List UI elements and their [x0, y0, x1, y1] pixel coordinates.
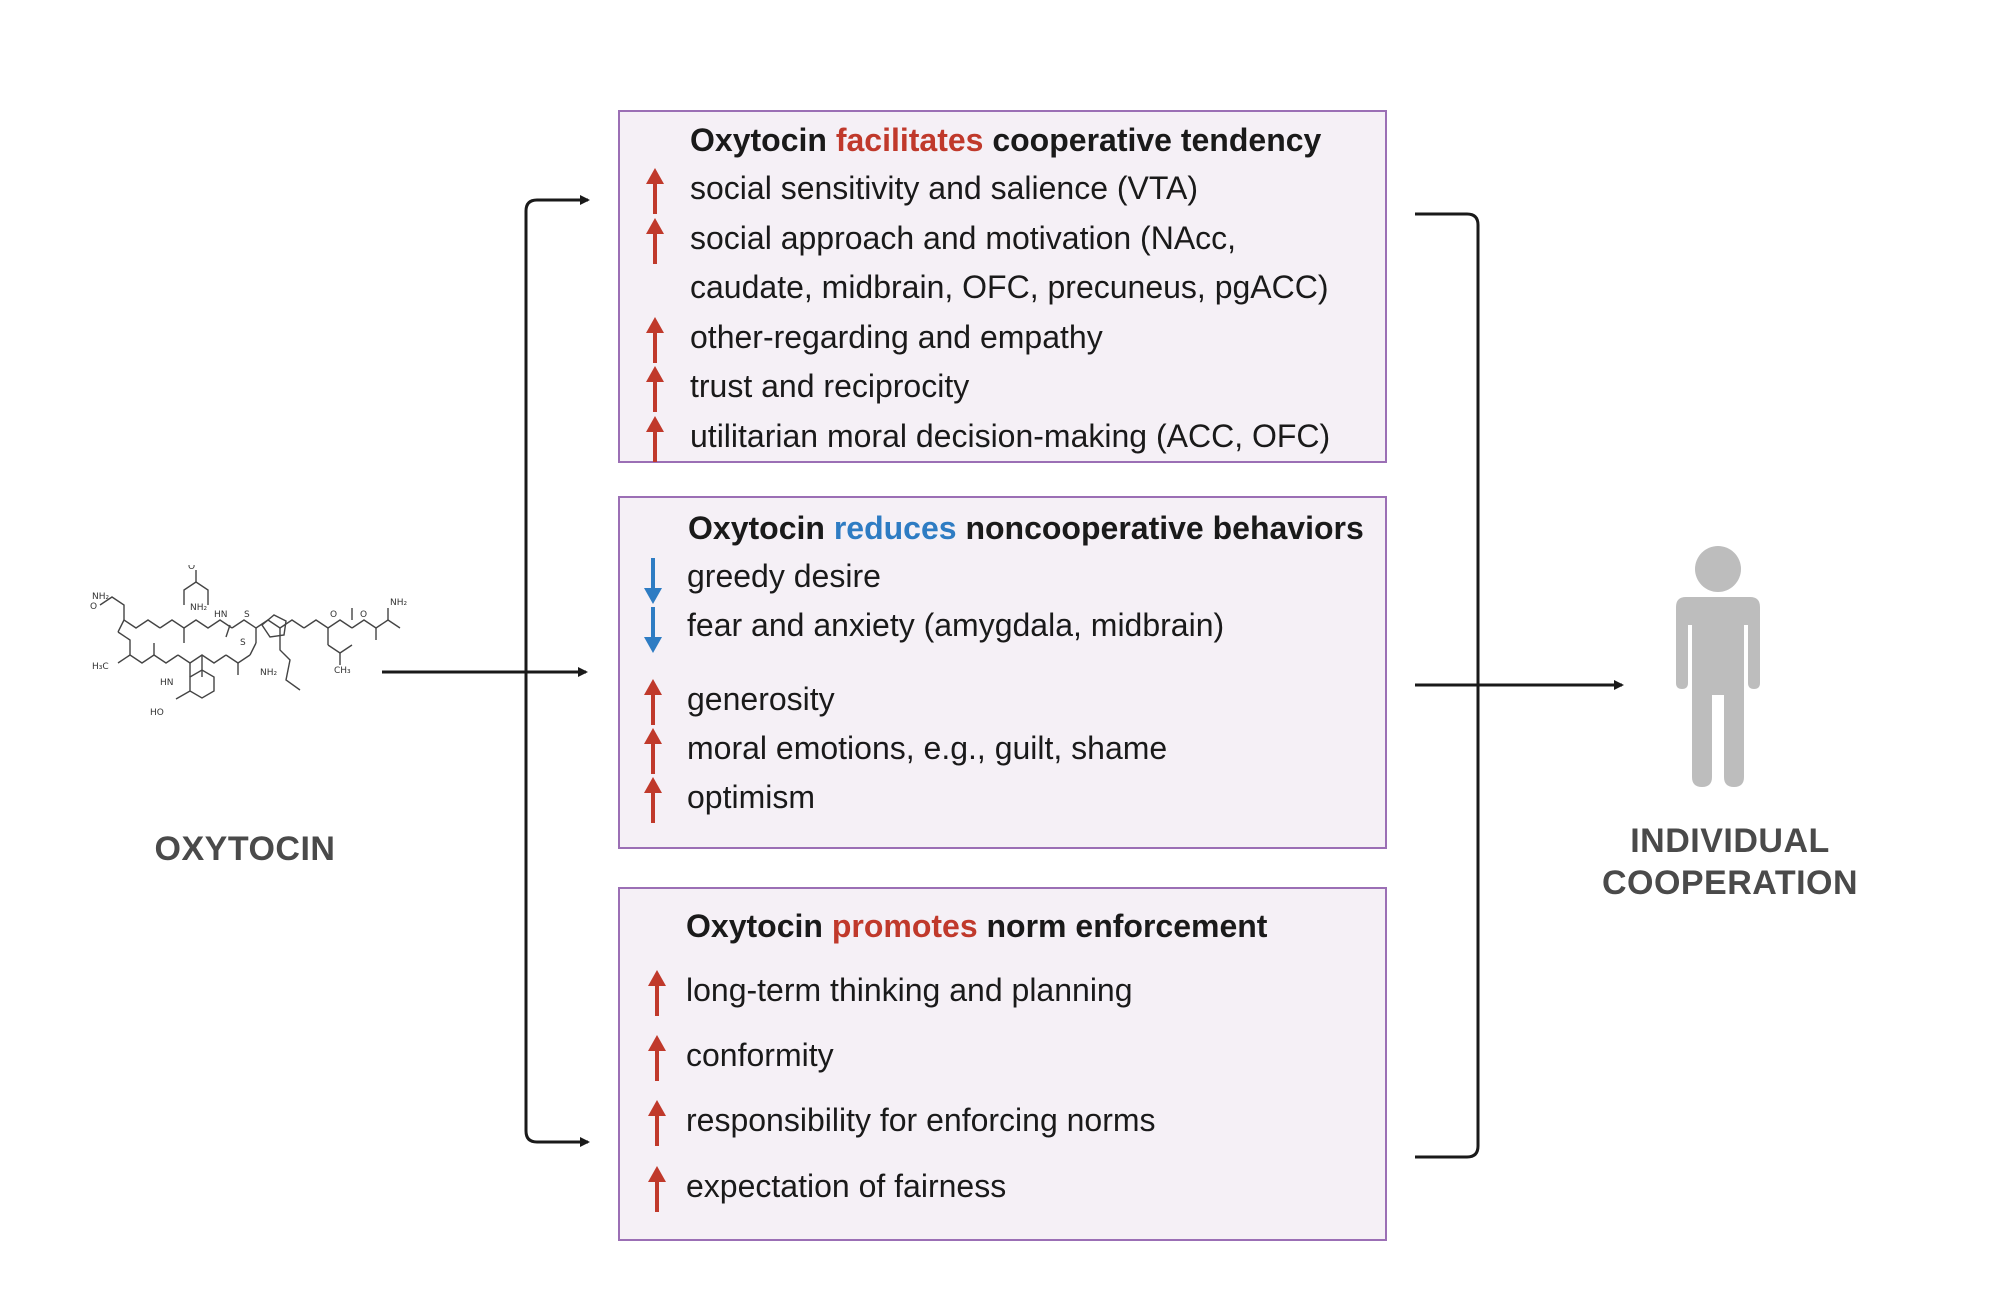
svg-text:CH₃: CH₃ — [334, 666, 351, 676]
svg-text:H₃C: H₃C — [92, 662, 109, 672]
up-arrow-icon — [646, 416, 664, 462]
title-verb: reduces — [833, 510, 957, 546]
list-item: fear and anxiety (amygdala, midbrain) — [687, 607, 1225, 643]
svg-text:O: O — [188, 565, 195, 572]
box-title: Oxytocin facilitates cooperative tendenc… — [690, 122, 1321, 159]
up-arrow-icon — [646, 366, 664, 412]
list-item: moral emotions, e.g., guilt, shame — [687, 730, 1168, 766]
list-item: utilitarian moral decision-making (ACC, … — [690, 418, 1331, 454]
svg-text:NH₂: NH₂ — [92, 592, 110, 602]
list-item: conformity — [686, 1037, 834, 1073]
up-arrow-icon — [646, 218, 664, 264]
svg-text:O: O — [330, 610, 337, 620]
svg-text:NH₂: NH₂ — [390, 598, 408, 608]
up-arrow-icon — [644, 679, 662, 725]
up-arrow-icon — [644, 777, 662, 823]
list-item: optimism — [687, 779, 816, 815]
box-title: Oxytocin promotes norm enforcement — [686, 908, 1267, 945]
up-arrow-icon — [646, 168, 664, 214]
outcome-label-line2: COOPERATION — [1601, 864, 1859, 902]
list-item: responsibility for enforcing norms — [686, 1102, 1156, 1138]
svg-text:S: S — [244, 610, 250, 620]
title-verb: promotes — [831, 908, 978, 944]
list-item: greedy desire — [687, 558, 881, 594]
list-item: long-term thinking and planning — [686, 972, 1133, 1008]
svg-text:HN: HN — [160, 678, 174, 688]
title-prefix: Oxytocin — [688, 510, 834, 546]
title-prefix: Oxytocin — [690, 122, 836, 158]
list-item: other-regarding and empathy — [690, 319, 1103, 355]
list-item: social sensitivity and salience (VTA) — [690, 170, 1199, 206]
person-icon — [1676, 546, 1760, 787]
up-arrow-icon — [648, 1166, 666, 1212]
svg-text:O: O — [360, 610, 367, 620]
list-item: generosity — [687, 681, 835, 717]
title-suffix: noncooperative behaviors — [956, 510, 1364, 546]
svg-text:NH₂: NH₂ — [190, 603, 208, 613]
title-verb: facilitates — [835, 122, 984, 158]
title-suffix: norm enforcement — [977, 908, 1268, 944]
oxytocin-structure-icon: NH₂ O O NH₂ HN S S O NH₂ O H₃C HN HO NH₂… — [90, 565, 408, 718]
up-arrow-icon — [648, 1100, 666, 1146]
svg-text:S: S — [240, 638, 246, 648]
svg-text:NH₂: NH₂ — [260, 668, 278, 678]
reduces-box: Oxytocin reduces noncooperative behavior… — [618, 496, 1387, 849]
outcome-label-line1: INDIVIDUAL — [1630, 822, 1830, 860]
svg-text:HN: HN — [214, 610, 228, 620]
facilitates-box: Oxytocin facilitates cooperative tendenc… — [618, 110, 1387, 463]
down-arrow-icon — [644, 558, 662, 604]
up-arrow-icon — [644, 728, 662, 774]
title-prefix: Oxytocin — [686, 908, 832, 944]
list-item: trust and reciprocity — [690, 368, 970, 404]
title-suffix: cooperative tendency — [983, 122, 1322, 158]
molecule-label: OXYTOCIN — [154, 830, 336, 868]
box-title: Oxytocin reduces noncooperative behavior… — [688, 510, 1364, 547]
up-arrow-icon — [648, 1035, 666, 1081]
up-arrow-icon — [646, 317, 664, 363]
svg-text:HO: HO — [150, 708, 164, 718]
outcome-label: INDIVIDUAL COOPERATION — [1580, 820, 1880, 904]
list-item: social approach and motivation (NAcc, — [690, 220, 1237, 256]
svg-text:O: O — [90, 602, 97, 612]
up-arrow-icon — [648, 970, 666, 1016]
left-bracket — [524, 198, 585, 1144]
down-arrow-icon — [644, 607, 662, 653]
promotes-box: Oxytocin promotes norm enforcement long-… — [618, 887, 1387, 1241]
list-item: expectation of fairness — [686, 1168, 1007, 1204]
list-item: caudate, midbrain, OFC, precuneus, pgACC… — [690, 269, 1329, 305]
